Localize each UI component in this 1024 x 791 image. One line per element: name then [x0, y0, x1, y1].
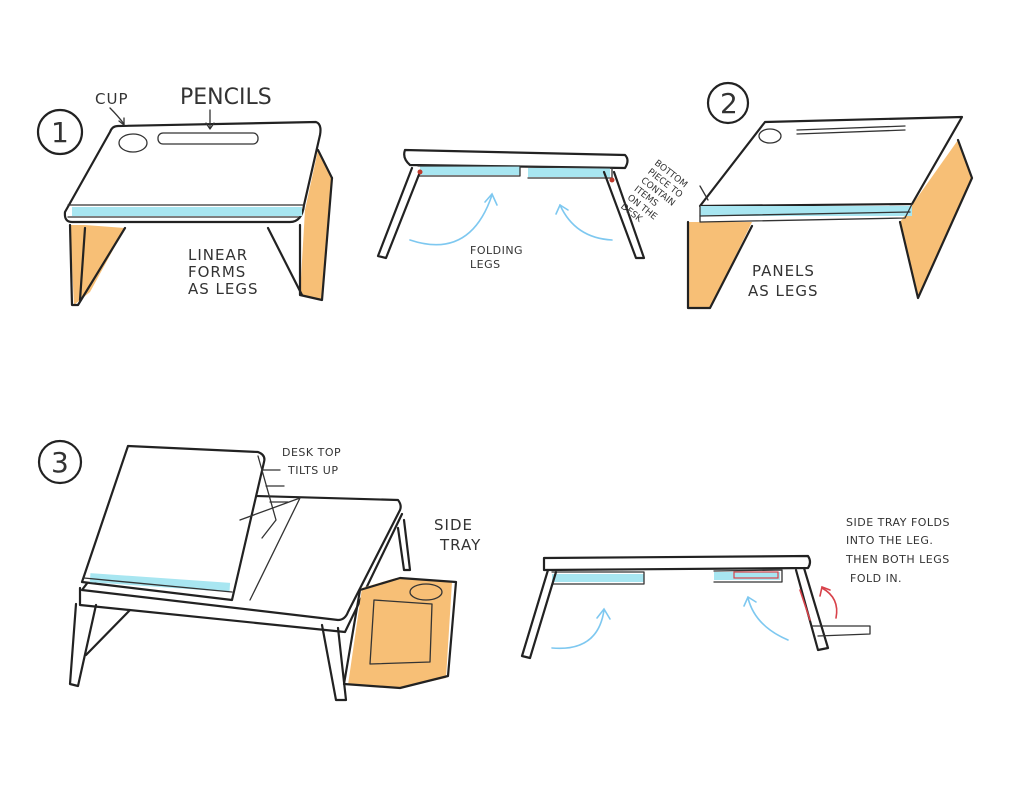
sketch-2-right-panel — [900, 140, 972, 298]
sketch-1-cup-label: CUP — [95, 90, 129, 108]
folding-caption-2: LEGS — [470, 258, 501, 271]
sketch-3-board-strip — [89, 573, 231, 592]
sketch-1-pencils-label: PENCILS — [180, 85, 272, 110]
folding-caption-1: FOLDING — [470, 244, 523, 257]
sketch-1-left-leg-fill — [70, 225, 125, 305]
sketch-2-caption-2: AS LEGS — [748, 282, 819, 300]
fold-arrow-left — [551, 609, 605, 650]
folding-top — [403, 148, 629, 170]
sketch-2-front-strip — [700, 206, 912, 216]
sketch-1-caption-3: AS LEGS — [188, 280, 259, 298]
sketch-3-right-leg — [320, 623, 348, 702]
sketch-3-number: 3 — [51, 446, 69, 479]
fold-left-leg — [520, 568, 558, 660]
sketch-3-left-leg — [68, 602, 98, 688]
sketch-3-tray-1: SIDE — [434, 516, 473, 534]
sketch-3-tilt-2: TILTS UP — [287, 464, 338, 477]
sketch-1-caption-1: LINEAR — [188, 246, 248, 264]
sketch-3-tilting-desk: 3 DESK TOP TILTS UP SIDE TRAY — [37, 439, 481, 702]
sketch-2-left-panel — [688, 222, 752, 308]
sketch-2-caption-1: PANELS — [752, 262, 815, 280]
sketch-1-desktop — [63, 120, 322, 224]
sketch-1-front-strip — [72, 207, 302, 216]
fold-arrow-right — [747, 597, 789, 641]
folding-arrow-left — [409, 194, 493, 246]
fold-right-leg — [794, 566, 830, 652]
sketch-1-number-circle — [36, 108, 84, 156]
fold-top — [542, 554, 812, 572]
sketch-3-tilted-board — [80, 444, 266, 602]
sketch-3-cup-holder — [409, 583, 443, 601]
sketch-2-panel-legs-desk: 2 BOTTOM PIECE TO CONTAIN ITEMS ON THE D… — [618, 81, 974, 310]
side-tray-note-3: THEN BOTH LEGS — [845, 553, 950, 566]
folding-right-leg — [602, 170, 646, 260]
sketch-1-pencil-slot — [157, 132, 259, 145]
sketch-3-tilt-1: DESK TOP — [282, 446, 341, 459]
sketch-2-number: 2 — [720, 87, 738, 120]
sketch-1-cup-hole — [118, 133, 148, 153]
side-tray-note-2: INTO THE LEG. — [846, 534, 933, 547]
sketch-3-side-tray — [348, 578, 452, 688]
side-tray-note-1: SIDE TRAY FOLDS — [846, 516, 950, 529]
sketch-1-linear-legs-desk: 1 CUP PENCILS LINEAR FORMS AS LEGS — [36, 85, 334, 307]
sketch-1-number: 1 — [51, 116, 69, 149]
folding-legs-diagram: FOLDING LEGS — [376, 148, 646, 271]
sketch-3-tray-2: TRAY — [439, 536, 481, 554]
fold-arrow-red — [821, 587, 838, 619]
side-tray-fold-diagram: SIDE TRAY FOLDS INTO THE LEG. THEN BOTH … — [520, 516, 950, 660]
sketch-2-number-circle — [706, 81, 750, 125]
sketch-1-caption-2: FORMS — [188, 263, 246, 281]
side-tray-note-4: FOLD IN. — [850, 572, 902, 585]
folding-left-leg — [376, 166, 422, 260]
folding-arrow-right — [559, 204, 613, 241]
sketch-3-number-circle — [37, 439, 83, 485]
